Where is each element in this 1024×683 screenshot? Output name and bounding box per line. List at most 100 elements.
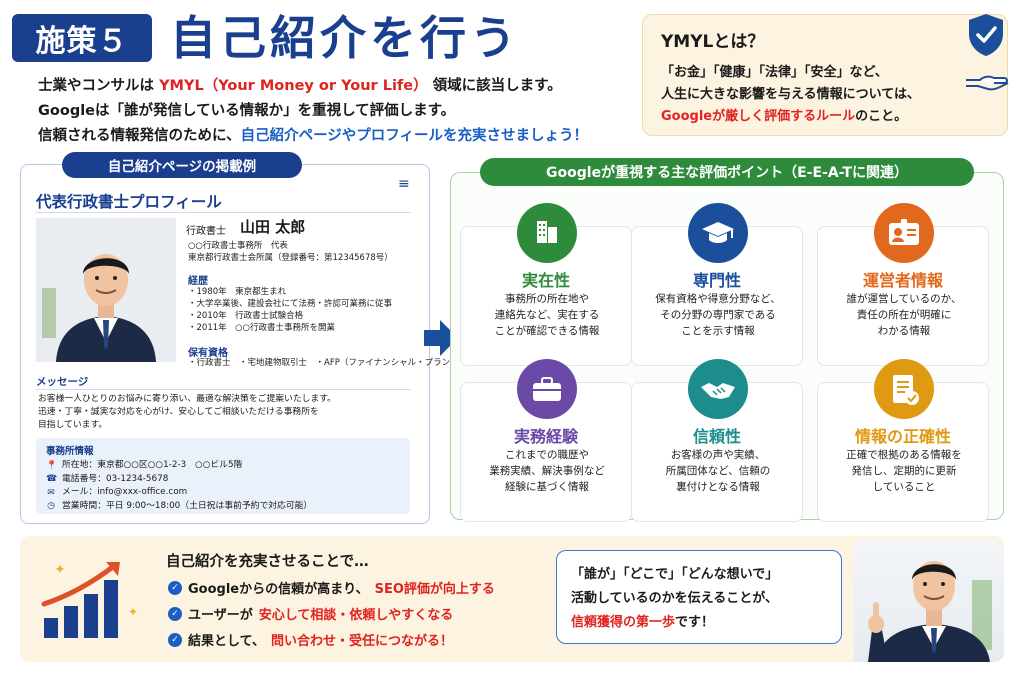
summary-item-2: ✓ ユーザーが安心して相談・依頼しやすくなる: [168, 604, 453, 623]
bubble-line3-post: です！: [675, 615, 715, 630]
office-info-box: 事務所情報 📍 所在地：東京都○○区○○1-2-3 ○○ビル5階 ☎ 電話番号：03…: [36, 438, 410, 514]
evaluation-tile-name: 運営者情報: [862, 271, 943, 290]
evaluation-points-label: Googleが重視する主な評価ポイント（E-E-A-Tに関連）: [480, 158, 974, 186]
ymyl-title: YMYLとは？: [661, 32, 765, 52]
evaluation-tile-description: お客様の声や実績、 所属団体など、信頼の 裏付けとなる情報: [665, 449, 771, 493]
speech-bubble: 「誰が」「どこで」「どんな想いで」 活動しているのかを伝えることが、 信頼獲得の…: [556, 550, 842, 644]
summary-item-text: 結果として、: [188, 634, 265, 649]
message-line: 目指しています。: [38, 420, 108, 430]
career-item: ・大学卒業後、建設会社にて法務・許認可業務に従事: [188, 299, 393, 309]
briefcase-icon: [517, 359, 577, 419]
profile-sub1: ○○行政書士事務所 代表: [188, 241, 288, 251]
summary-title: 自己紹介を充実させることで…: [166, 554, 369, 570]
check-icon: ✓: [168, 580, 182, 595]
evaluation-tile: 信頼性お客様の声や実績、 所属団体など、信頼の 裏付けとなる情報: [631, 359, 803, 522]
evaluation-tile-description: 保有資格や得意分野など、 その分野の専門家である ことを示す情報: [655, 293, 781, 337]
evaluation-tile-name: 信頼性: [692, 427, 741, 446]
office-email[interactable]: メール：info@xxx-office.com: [62, 487, 188, 497]
ymyl-description: 「お金」「健康」「法律」「安全」など、 人生に大きな影響を与える情報については、…: [661, 62, 951, 128]
profile-name: 山田 太郎: [240, 218, 306, 236]
office-address: 所在地：東京都○○区○○1-2-3 ○○ビル5階: [62, 460, 243, 470]
document-check-icon: [874, 359, 934, 419]
evaluation-tile-name: 専門性: [692, 271, 741, 290]
office-phone[interactable]: 電話番号：03-1234-5678: [62, 473, 169, 484]
divider: [36, 212, 411, 213]
check-icon: ✓: [168, 606, 182, 621]
summary-item-text: ユーザーが: [188, 608, 253, 623]
intro-line1-pre: 士業やコンサルは: [38, 78, 160, 94]
id-card-icon: [874, 203, 934, 263]
hand-icon: [966, 75, 1009, 91]
intro-line3-pre: 信頼される情報発信のために、: [38, 128, 241, 144]
message-body: お客様一人ひとりのお悩みに寄り添い、最適な解決策をご提案いたします。 迅速・丁寧…: [38, 393, 418, 432]
career-title: 経歴: [188, 276, 208, 287]
qualifications-list: ・行政書士 ・宅地建物取引士 ・AFP（ファイナンシャル・プランナー）: [188, 358, 476, 368]
intro-ymyl-highlight: YMYL（Your Money or Your Life）: [159, 78, 428, 94]
career-item: ・1980年 東京都生まれ: [188, 287, 287, 297]
message-title: メッセージ: [36, 376, 89, 388]
check-icon: ✓: [168, 632, 182, 647]
summary-item-highlight: SEO評価が向上する: [374, 582, 495, 597]
career-item: ・2010年 行政書士試験合格: [188, 311, 304, 321]
graduation-cap-icon: [688, 203, 748, 263]
summary-item-highlight: 問い合わせ・受任につながる！: [270, 634, 453, 649]
evaluation-tile-description: 正確で根拠のある情報を 発信し、定期的に更新 していること: [846, 449, 962, 493]
bubble-line2: 活動しているのかを伝えることが、: [571, 591, 778, 606]
divider: [36, 389, 411, 390]
qualifications-title: 保有資格: [188, 348, 228, 359]
handshake-icon: [688, 359, 748, 419]
intro-line1-post: 領域に該当します。: [427, 78, 562, 94]
summary-item-1: ✓ Googleからの信頼が高まり、 SEO評価が向上する: [168, 578, 495, 597]
message-line: お客様一人ひとりのお悩みに寄り添い、最適な解決策をご提案いたします。: [38, 394, 336, 404]
profile-heading: 代表行政書士プロフィール: [36, 193, 222, 211]
section-badge: 施策５: [12, 14, 152, 62]
hamburger-menu-icon[interactable]: ≡: [398, 176, 410, 192]
page-title: 自己紹介を行う: [170, 11, 520, 65]
location-pin-icon: 📍: [46, 460, 58, 471]
shield-check-icon: [969, 14, 1003, 56]
building-icon: [517, 203, 577, 263]
office-info-title: 事務所情報: [46, 446, 94, 457]
intro-text: 士業やコンサルは YMYL（Your Money or Your Life） 領…: [38, 74, 638, 149]
office-role: 行政書士: [186, 226, 226, 237]
evaluation-tile-name: 実在性: [521, 271, 570, 290]
ymyl-line2: 人生に大きな影響を与える情報については、: [661, 87, 920, 102]
ymyl-rule-highlight: Googleが厳しく評価するルール: [661, 109, 856, 124]
evaluation-tile-description: これまでの職歴や 業務実績、解決事例など 経験に基づく情報: [489, 449, 605, 493]
evaluation-tile-name: 実務経験: [513, 427, 578, 446]
evaluation-tile: 実務経験これまでの職歴や 業務実績、解決事例など 経験に基づく情報: [460, 359, 632, 522]
evaluation-tile-description: 事務所の所在地や 連絡先など、実在する ことが確認できる情報: [494, 293, 600, 337]
office-hours: 営業時間：平日 9:00～18:00（土日祝は事前予約で対応可能）: [62, 500, 313, 511]
profile-example-label: 自己紹介ページの掲載例: [62, 152, 302, 178]
clock-icon: ◷: [47, 501, 55, 512]
evaluation-tile: 運営者情報誰が運営しているのか、 責任の所在が明確に わかる情報: [817, 203, 989, 366]
evaluation-tile-name: 情報の正確性: [854, 427, 951, 446]
career-list: ・1980年 東京都生まれ ・大学卒業後、建設会社にて法務・許認可業務に従事 ・…: [188, 286, 392, 334]
phone-icon: ☎: [46, 474, 58, 485]
summary-item-3: ✓ 結果として、問い合わせ・受任につながる！: [168, 630, 453, 649]
evaluation-tile-description: 誰が運営しているのか、 責任の所在が明確に わかる情報: [846, 293, 962, 337]
profile-photo: [36, 218, 176, 362]
evaluation-tile: 情報の正確性正確で根拠のある情報を 発信し、定期的に更新 していること: [817, 359, 989, 522]
mail-icon: ✉: [47, 487, 55, 498]
evaluation-tile: 実在性事務所の所在地や 連絡先など、実在する ことが確認できる情報: [460, 203, 632, 366]
ymyl-line3-post: のこと。: [855, 109, 908, 124]
summary-item-text: Googleからの信頼が高まり、: [188, 582, 369, 597]
businessman-illustration: [36, 218, 176, 362]
career-item: ・2011年 ○○行政書士事務所を開業: [188, 323, 335, 333]
pointing-businessman: [854, 540, 1004, 662]
bubble-line1: 「誰が」「どこで」「どんな想いで」: [571, 567, 779, 582]
growth-chart-icon: ✦ ✦: [41, 562, 138, 638]
businessman-illustration: [868, 561, 992, 662]
intro-cta-highlight: 自己紹介ページやプロフィールを充実させましょう！: [240, 128, 588, 144]
summary-item-highlight: 安心して相談・依頼しやすくなる: [258, 608, 454, 623]
svg-text:✦: ✦: [128, 605, 138, 619]
ymyl-line1: 「お金」「健康」「法律」「安全」など、: [661, 65, 888, 80]
profile-sub2: 東京都行政書士会所属（登録番号：第12345678号）: [188, 253, 393, 263]
bubble-highlight: 信頼獲得の第一歩: [571, 615, 676, 630]
evaluation-tile: 専門性保有資格や得意分野など、 その分野の専門家である ことを示す情報: [631, 203, 803, 366]
svg-text:✦: ✦: [54, 562, 66, 578]
arrow-right-icon: [424, 320, 458, 356]
message-line: 迅速・丁寧・誠実な対応を心がけ、安心してご相談いただける事務所を: [38, 407, 319, 417]
ymyl-info-box: YMYLとは？ 「お金」「健康」「法律」「安全」など、 人生に大きな影響を与える…: [642, 14, 1008, 136]
